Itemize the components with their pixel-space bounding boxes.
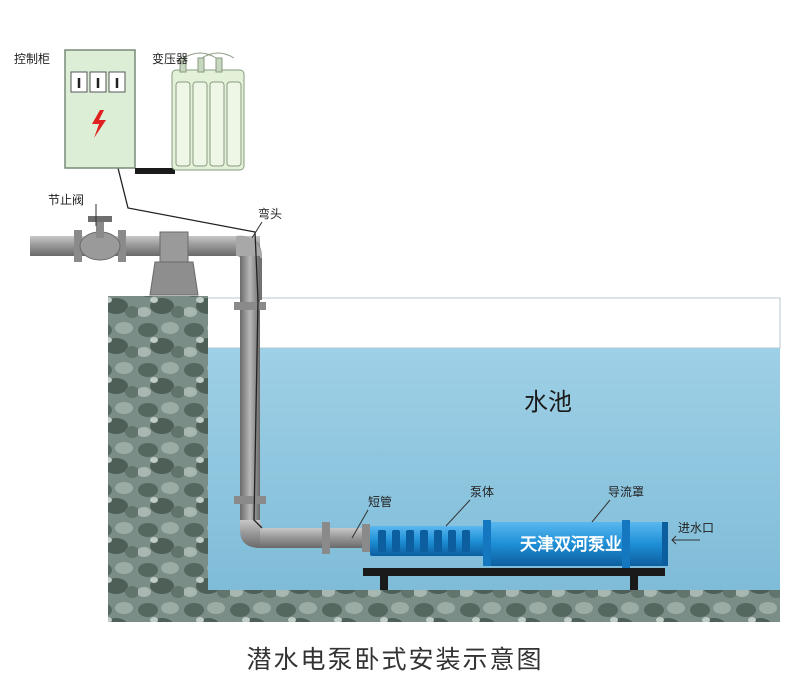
pump-stage [392,530,400,552]
diagram-caption: 潜水电泵卧式安装示意图 [246,645,543,674]
lightning-icon [92,110,106,138]
cabinet-transformer-link [135,168,175,174]
label-elbow: 弯头 [258,206,282,221]
transformer-fin [209,81,225,167]
pump-flange [483,520,491,566]
label-pump-body: 泵体 [470,485,494,499]
transformer-bushing [197,57,205,73]
pipe-flange [74,230,82,262]
check-valve-handle [88,216,112,222]
pipe-flange [362,524,370,552]
transformer-fin [192,81,208,167]
brand-text: 天津双河泵业 [520,534,622,555]
label-control-cabinet: 控制柜 [14,52,50,66]
pump-flange [622,520,630,568]
flow-guide-shroud [491,522,667,566]
pipe-flange [234,302,266,310]
pump-stage [462,530,470,552]
transformer-bushing [179,57,187,73]
pump-stage [420,530,428,552]
pipe-flange [234,496,266,504]
transformer [171,52,245,171]
callout-leaders [95,204,700,545]
outlet-pipe [30,236,260,256]
label-transformer: 变压器 [152,51,188,66]
submersible-pump: 天津双河泵业 [370,520,668,568]
pool-left-wall [108,296,208,620]
label-check-valve: 节止阀 [48,193,84,207]
power-cable [117,167,263,529]
pipe-pedestal [149,261,199,296]
label-water-inlet: 进水口 [678,521,714,535]
transformer-fin [226,81,242,167]
transformer-fin [175,81,191,167]
pump-stage [378,530,386,552]
short-pipe [260,528,370,548]
label-flow-guide: 导流罩 [608,485,644,499]
pool-floor [108,590,780,622]
pipe-flange [322,522,330,554]
pump-stage [448,530,456,552]
transformer-bushing [215,57,223,73]
control-cabinet [64,49,136,169]
pipe-flange [118,230,126,262]
label-pool: 水池 [524,388,572,416]
pump-stage [406,530,414,552]
pump-support-rail [363,568,665,590]
pump-stage [434,530,442,552]
riser-pipe [240,256,260,526]
label-short-pipe: 短管 [368,494,392,509]
surface-pipeline [30,216,370,554]
